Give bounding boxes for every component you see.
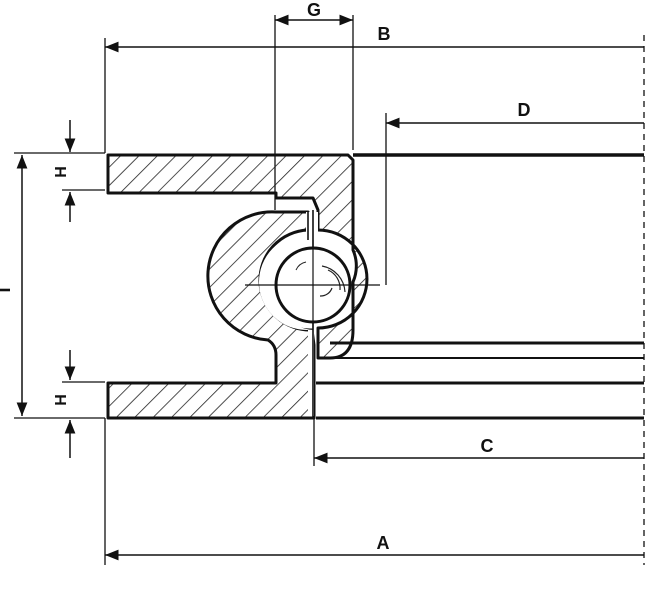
label-a: A — [377, 533, 390, 553]
outer-ring-section — [106, 153, 369, 360]
dimension-lines — [16, 14, 644, 561]
label-g: G — [307, 0, 321, 20]
label-b: B — [378, 24, 391, 44]
label-h-bottom: H — [53, 394, 70, 406]
label-d: D — [518, 100, 531, 120]
ring-extension-lines — [316, 153, 644, 420]
label-i: I — [0, 287, 14, 292]
label-h-top: H — [53, 166, 70, 178]
ring-gap — [258, 212, 318, 416]
label-c: C — [481, 436, 494, 456]
